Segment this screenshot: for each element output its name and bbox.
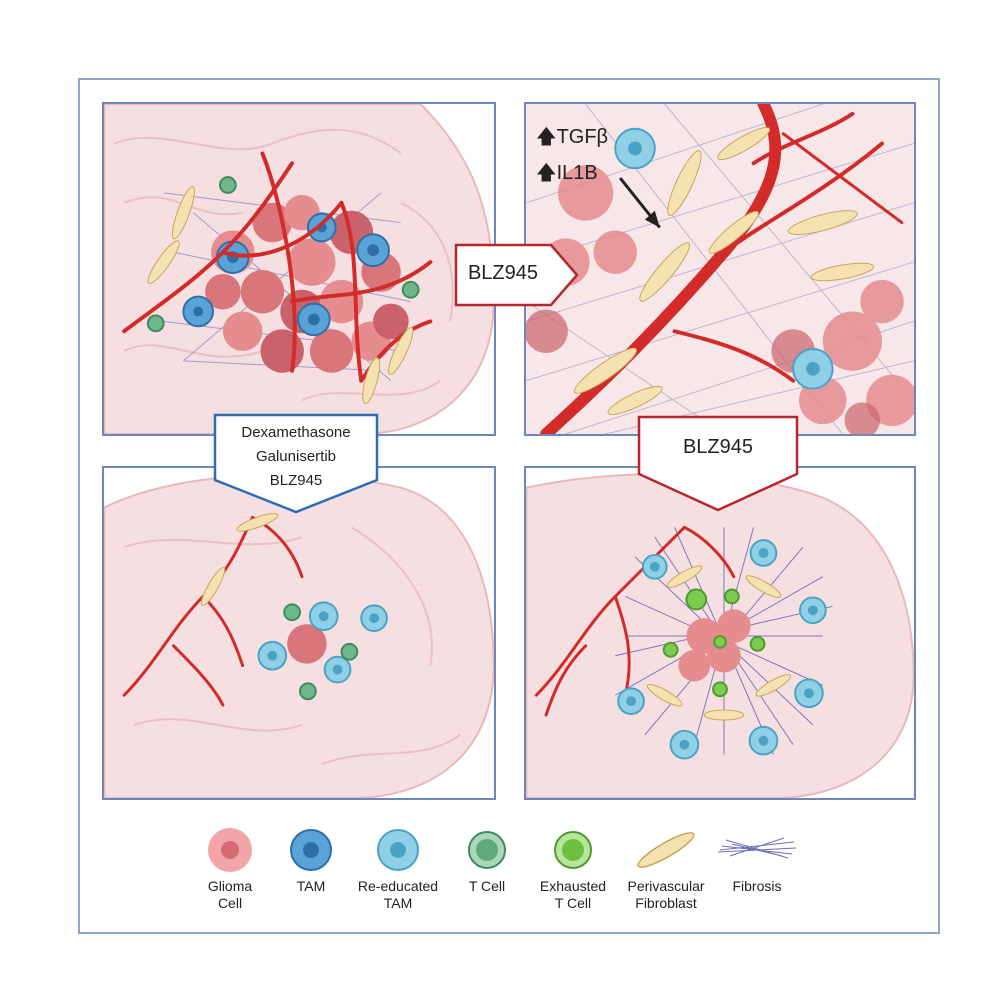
panel-tumor-initial — [102, 102, 496, 436]
perivascular-fibroblast-icon — [637, 832, 695, 868]
blz945-callout-right: BLZ945 — [637, 415, 799, 512]
legend-re-educated-tam: Re-educated TAM — [350, 820, 446, 920]
fibrosis-icon — [717, 837, 797, 859]
blz945-callout-top: BLZ945 — [454, 243, 579, 307]
fibrotic-niche-illustration — [526, 468, 914, 798]
panel-fibrotic-niche — [524, 466, 916, 800]
up-arrow-icon: 🡅 — [536, 162, 557, 184]
t-cell-icon — [468, 831, 506, 869]
re-educated-tam-icon — [377, 829, 419, 871]
legend-glioma-cell: Glioma Cell — [190, 820, 270, 920]
legend-tam: TAM — [276, 820, 346, 920]
legend-exhausted-t-cell: Exhausted T Cell — [530, 820, 616, 920]
exhausted-t-cell-icon — [554, 831, 592, 869]
tgfb-annotation: 🡅TGFβ — [536, 126, 609, 148]
il1b-annotation: 🡅IL1B — [536, 162, 598, 184]
treatment-callout-left: Dexamethasone Galunisertib BLZ945 — [213, 413, 379, 514]
panel-treatment-response — [102, 466, 496, 800]
glioma-cell-icon — [208, 828, 252, 872]
up-arrow-icon: 🡅 — [536, 126, 557, 148]
treatment-response-illustration — [104, 468, 494, 798]
tumor-initial-illustration — [104, 104, 494, 434]
legend-fibrosis: Fibrosis — [712, 820, 802, 920]
legend-perivascular-fibroblast: Perivascular Fibroblast — [616, 820, 716, 920]
legend-t-cell: T Cell — [452, 820, 522, 920]
tam-icon — [290, 829, 332, 871]
